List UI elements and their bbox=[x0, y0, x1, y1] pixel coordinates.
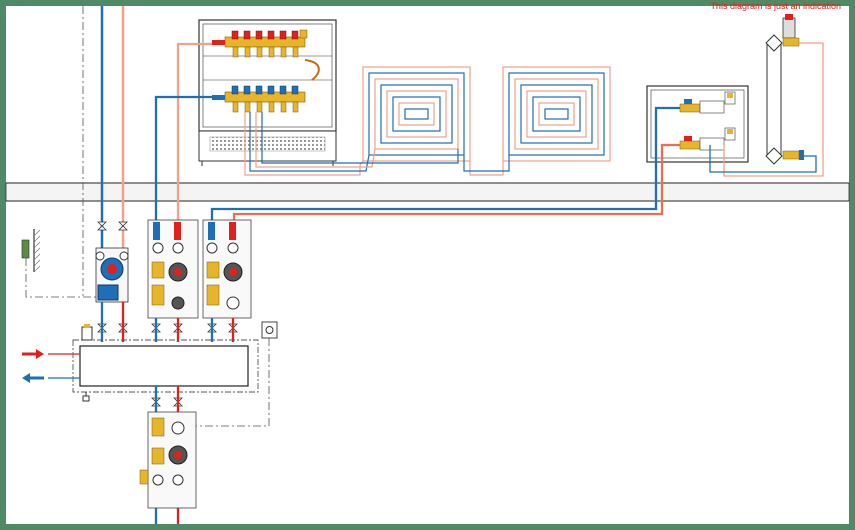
hydraulic-header bbox=[72, 324, 259, 402]
arrow-right-icon bbox=[22, 349, 80, 359]
manifold-feed-pipes bbox=[154, 42, 212, 248]
pump-group-lower bbox=[139, 411, 197, 509]
header-branch-pipes bbox=[100, 302, 235, 342]
circulator-pump-icon bbox=[95, 247, 129, 303]
disclaimer-note: This diagram is just an indication bbox=[710, 1, 841, 11]
underfloor-loops bbox=[244, 66, 611, 176]
radiator-manifold-box bbox=[646, 85, 749, 163]
supply-manifold bbox=[212, 30, 306, 58]
arrow-left-icon bbox=[22, 373, 80, 383]
pump-group-b bbox=[202, 219, 252, 319]
outdoor-sensor-icon bbox=[21, 229, 40, 272]
floor-slab bbox=[5, 182, 850, 202]
radiator bbox=[765, 14, 804, 165]
radiator-pipes bbox=[709, 42, 824, 177]
manifold-cabinet bbox=[198, 19, 337, 166]
thermostat-icon bbox=[261, 321, 278, 339]
riser-pipes bbox=[100, 6, 125, 248]
return-manifold bbox=[212, 29, 320, 113]
pump-group-a bbox=[147, 219, 199, 319]
sensor-control-line bbox=[25, 258, 96, 298]
thermostat-control-line bbox=[196, 338, 270, 427]
